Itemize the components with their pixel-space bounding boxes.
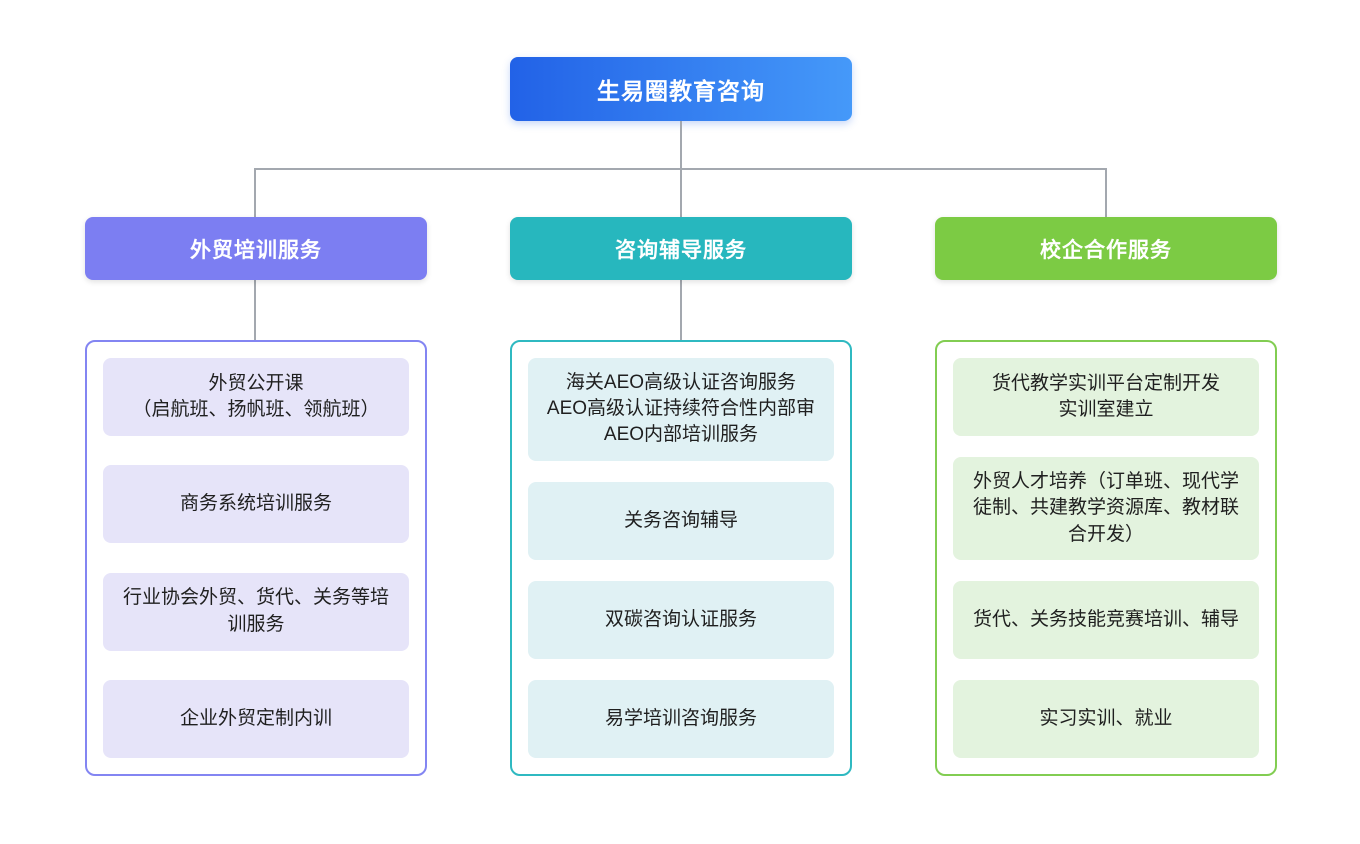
branch-header-label: 外贸培训服务 [190,238,322,262]
branch-container-school-enterprise: 货代教学实训平台定制开发 实训室建立 外贸人才培养（订单班、现代学徒制、共建教学… [935,340,1277,776]
service-card: 海关AEO高级认证咨询服务 AEO高级认证持续符合性内部审 AEO内部培训服务 [528,358,834,461]
service-card-text: 商务系统培训服务 [179,493,332,515]
service-card: 双碳咨询认证服务 [528,580,834,659]
connector-left-branch-vertical [254,168,256,217]
connector-middle-branch-vertical [680,168,682,217]
service-card-text: 外贸公开课 （启航班、扬帆班、领航班） [132,372,380,420]
branch-header-trade-training: 外贸培训服务 [85,217,427,280]
service-card-text: 易学培训咨询服务 [604,707,757,729]
connector-right-branch-vertical [1105,168,1107,217]
service-card: 商务系统培训服务 [103,465,409,544]
branch-container-trade-training: 外贸公开课 （启航班、扬帆班、领航班） 商务系统培训服务 行业协会外贸、货代、关… [85,340,427,776]
root-node-label: 生易圈教育咨询 [597,78,765,104]
service-card: 货代教学实训平台定制开发 实训室建立 [953,358,1259,436]
service-card-text: 货代教学实训平台定制开发 实训室建立 [991,372,1220,420]
service-card-text: 货代、关务技能竞赛培训、辅导 [972,608,1239,630]
connector-left-header-to-container [254,280,256,340]
service-card: 行业协会外贸、货代、关务等培训服务 [103,572,409,651]
branch-header-label: 校企合作服务 [1040,238,1172,262]
service-card-text: 企业外贸定制内训 [179,707,332,729]
branch-header-label: 咨询辅导服务 [615,238,747,262]
service-card: 企业外贸定制内训 [103,679,409,758]
service-card-text: 行业协会外贸、货代、关务等培训服务 [122,587,389,635]
root-node: 生易圈教育咨询 [510,57,852,121]
service-card-text: 海关AEO高级认证咨询服务 AEO高级认证持续符合性内部审 AEO内部培训服务 [546,372,816,446]
service-card: 易学培训咨询服务 [528,679,834,758]
service-card: 关务咨询辅导 [528,481,834,560]
service-card: 货代、关务技能竞赛培训、辅导 [953,580,1259,659]
branch-header-consulting-coaching: 咨询辅导服务 [510,217,852,280]
service-card: 外贸公开课 （启航班、扬帆班、领航班） [103,358,409,436]
service-card-text: 外贸人才培养（订单班、现代学徒制、共建教学资源库、教材联合开发） [972,471,1239,545]
service-card-text: 双碳咨询认证服务 [604,608,757,630]
service-card: 外贸人才培养（订单班、现代学徒制、共建教学资源库、教材联合开发） [953,457,1259,560]
branch-header-school-enterprise: 校企合作服务 [935,217,1277,280]
service-card: 实习实训、就业 [953,679,1259,758]
service-card-text: 实习实训、就业 [1039,707,1173,729]
branch-container-consulting-coaching: 海关AEO高级认证咨询服务 AEO高级认证持续符合性内部审 AEO内部培训服务 … [510,340,852,776]
connector-middle-header-to-container [680,280,682,340]
connector-root-vertical [680,121,682,169]
service-card-text: 关务咨询辅导 [623,509,738,531]
